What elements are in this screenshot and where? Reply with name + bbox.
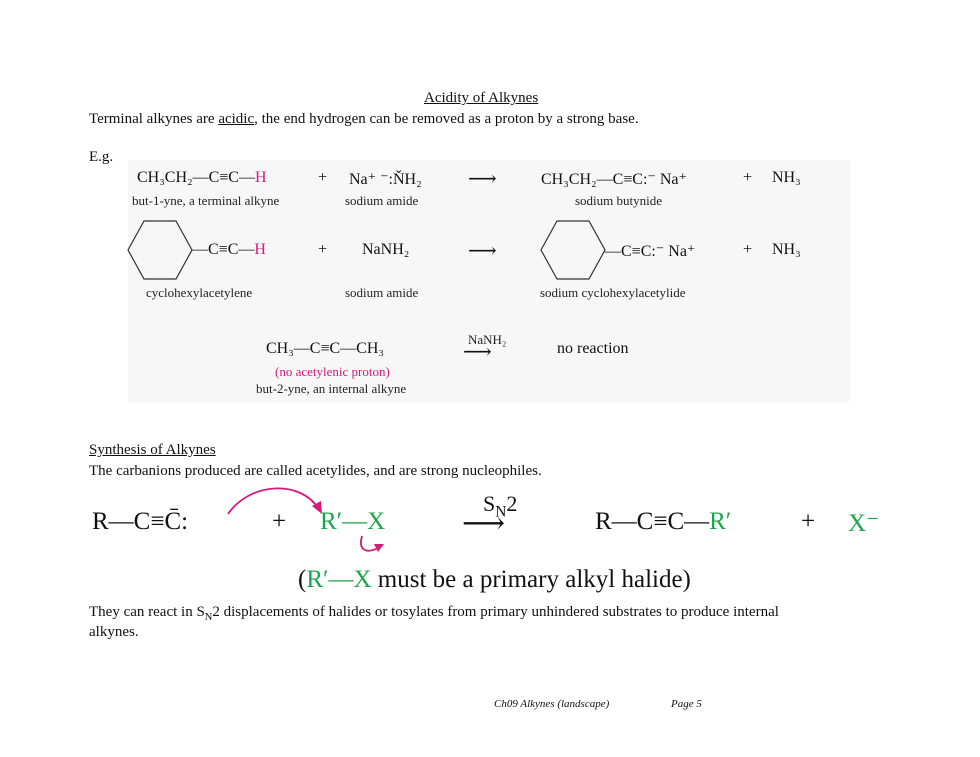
mech-product: R—C≡C—R′ bbox=[595, 508, 731, 536]
r2-reactant-label: cyclohexylacetylene bbox=[146, 285, 253, 300]
r2-base-label: sodium amide bbox=[345, 285, 419, 300]
leaving-arrow bbox=[360, 535, 384, 552]
heading-acidity: Acidity of Alkynes bbox=[424, 90, 539, 106]
r1-product: CH₃CH₂—C≡C:⁻ Na⁺ bbox=[541, 171, 687, 188]
r3-note: (no acetylenic proton) bbox=[275, 364, 390, 379]
cyclohexane-ring-product bbox=[540, 220, 606, 280]
mech-alkyl-halide: R′—X bbox=[320, 508, 385, 536]
intro-pre: Terminal alkynes are bbox=[89, 111, 219, 127]
mech-plus2: + bbox=[801, 508, 816, 535]
para-pre: They can react in S bbox=[89, 604, 205, 620]
r2-reactant: —C≡C—H bbox=[192, 241, 266, 259]
r1-arrow: ⟶ bbox=[468, 168, 497, 190]
cyclohexane-ring-reactant bbox=[127, 220, 193, 280]
r3-arrow: ⟶ bbox=[463, 341, 492, 363]
mech-product-core: R—C≡C— bbox=[595, 508, 710, 535]
mech-alkyl: R′ bbox=[320, 508, 343, 535]
r1-byproduct: NH₃ bbox=[772, 169, 801, 186]
footer-chapter: Ch09 Alkynes (landscape) bbox=[494, 698, 610, 710]
sn2-paragraph-line2: alkynes. bbox=[89, 624, 139, 640]
intro-post: , the end hydrogen can be removed as a p… bbox=[254, 111, 639, 127]
para-sub: N bbox=[204, 612, 213, 623]
r2-product-label: sodium cyclohexylacetylide bbox=[540, 285, 686, 300]
heading-synthesis: Synthesis of Alkynes bbox=[89, 442, 216, 458]
sn2-paragraph: They can react in SN2 displacements of h… bbox=[89, 604, 779, 623]
r1-base-label: sodium amide bbox=[345, 193, 419, 208]
cond-open: ( bbox=[298, 566, 307, 593]
sn2-n: N bbox=[495, 503, 507, 521]
reaction-figure bbox=[128, 160, 850, 402]
r1-reactant-label: but-1-yne, a terminal alkyne bbox=[132, 193, 280, 208]
r3-label: but-2-yne, an internal alkyne bbox=[256, 381, 407, 396]
r2-acidic-h: H bbox=[254, 241, 266, 258]
r2-byproduct: NH₃ bbox=[772, 241, 801, 258]
r2-reactant-text: —C≡C— bbox=[192, 241, 255, 258]
r1-plus2: + bbox=[743, 169, 753, 186]
mech-product-r: R′ bbox=[709, 508, 732, 535]
mech-plus1: + bbox=[272, 508, 287, 535]
synthesis-intro: The carbanions produced are called acety… bbox=[89, 463, 542, 479]
para-post: 2 displacements of halides or tosylates … bbox=[212, 604, 779, 620]
intro-acidic: acidic bbox=[218, 111, 255, 127]
r3-reactant: CH₃—C≡C—CH₃ bbox=[266, 340, 384, 357]
r1-product-label: sodium butynide bbox=[575, 193, 663, 208]
eg-label: E.g. bbox=[89, 149, 114, 165]
r2-arrow: ⟶ bbox=[468, 240, 497, 262]
r2-plus1: + bbox=[318, 241, 328, 258]
r1-plus1: + bbox=[318, 169, 328, 186]
intro-text: Terminal alkynes are acidic, the end hyd… bbox=[89, 111, 639, 128]
footer-page: Page 5 bbox=[671, 698, 702, 710]
mech-bond: — bbox=[342, 508, 368, 535]
r1-reactant-text: CH₃CH₂—C≡C— bbox=[137, 169, 255, 186]
mech-leaving: X bbox=[367, 508, 386, 535]
mech-arrow-label: SN2 bbox=[483, 491, 517, 521]
r1-base: Na⁺ ⁻:ŇH₂ bbox=[349, 171, 422, 188]
r3-reagent: NaNH₂ bbox=[468, 332, 507, 347]
sn2-2: 2 bbox=[506, 491, 518, 516]
electron-arrows bbox=[227, 487, 322, 515]
r2-product: —C≡C:⁻ Na⁺ bbox=[605, 243, 696, 260]
r1-reactant: CH₃CH₂—C≡C—H bbox=[137, 169, 267, 187]
r3-result: no reaction bbox=[557, 340, 629, 357]
r1-acidic-h: H bbox=[254, 169, 267, 186]
mech-nucleophile: R—C≡C̄: bbox=[92, 508, 189, 535]
mech-halide: X⁻ bbox=[848, 510, 880, 537]
r2-plus2: + bbox=[743, 241, 753, 258]
cond-rest: must be a primary alkyl halide) bbox=[371, 566, 691, 593]
mech-condition: (R′—X must be a primary alkyl halide) bbox=[298, 566, 691, 594]
sn2-s: S bbox=[483, 491, 496, 516]
r2-base: NaNH₂ bbox=[362, 241, 410, 258]
cond-rx: R′—X bbox=[306, 566, 372, 593]
mech-arrow: ⟶ bbox=[462, 507, 506, 540]
